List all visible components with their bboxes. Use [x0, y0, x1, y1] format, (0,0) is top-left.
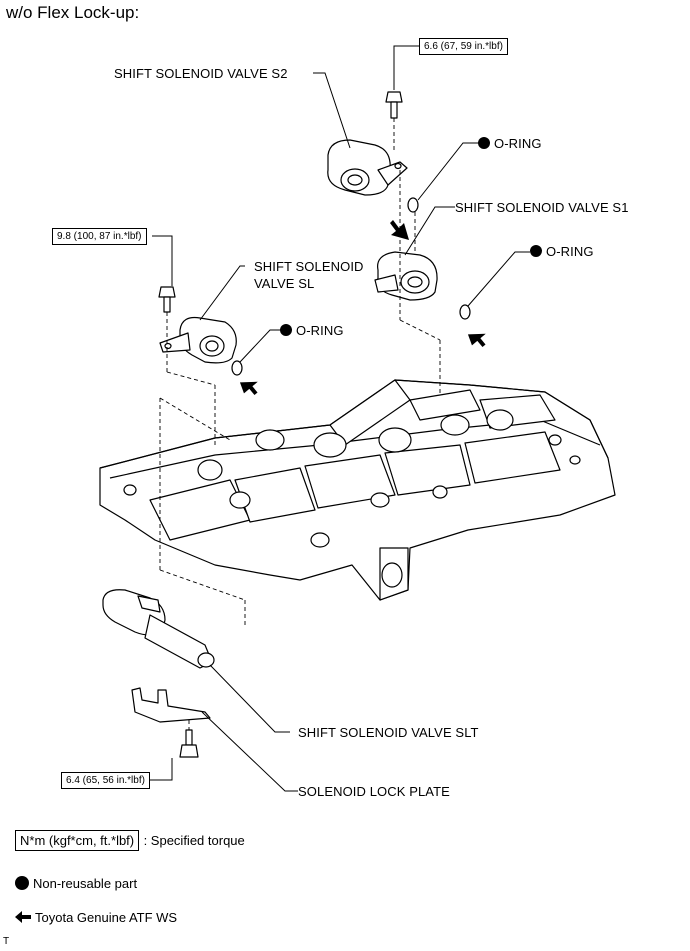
nonreusable-icon: [530, 245, 542, 257]
callout-shift-solenoid-sl-line1: SHIFT SOLENOID: [254, 259, 364, 274]
shift-solenoid-slt-part: [102, 589, 215, 669]
callout-oring-sl: O-RING: [280, 323, 344, 338]
callout-shift-solenoid-s1: SHIFT SOLENOID VALVE S1: [455, 200, 629, 215]
oring-s1-label: O-RING: [546, 244, 594, 259]
footer-mark: T: [3, 936, 10, 947]
legend-nonreusable-label: Non-reusable part: [33, 876, 138, 891]
page-title: w/o Flex Lock-up:: [6, 3, 140, 22]
legend-atf: Toyota Genuine ATF WS: [15, 910, 177, 925]
oring-s2-label: O-RING: [494, 136, 542, 151]
callout-oring-s1: O-RING: [530, 244, 594, 259]
s2-bolt: [385, 91, 403, 119]
atf-arrow-s2: [390, 220, 409, 240]
oring-sl-label: O-RING: [296, 323, 344, 338]
callout-oring-s2: O-RING: [478, 136, 542, 151]
oring-sl: [231, 360, 243, 376]
filled-circle-icon: [15, 876, 29, 890]
torque-lock-plate-bolt: 6.4 (65, 56 in.*lbf): [61, 772, 150, 789]
valve-body: [99, 379, 616, 601]
callout-solenoid-lock-plate: SOLENOID LOCK PLATE: [298, 784, 450, 799]
legend-torque: N*m (kgf*cm, ft.*lbf) : Specified torque: [15, 830, 245, 851]
torque-sl-bolt: 9.8 (100, 87 in.*lbf): [52, 228, 147, 245]
nonreusable-icon: [280, 324, 292, 336]
lock-plate-bolt: [179, 729, 199, 758]
sl-bolt: [158, 286, 176, 313]
legend-nonreusable: Non-reusable part: [15, 876, 137, 891]
assembly-lines: [159, 118, 441, 730]
shift-solenoid-sl-part: [159, 316, 237, 364]
callout-shift-solenoid-slt: SHIFT SOLENOID VALVE SLT: [298, 725, 479, 740]
atf-arrow-s1: [467, 333, 486, 348]
torque-s2-bolt: 6.6 (67, 59 in.*lbf): [419, 38, 508, 55]
leader-lines: [150, 45, 530, 792]
arrow-left-icon: [15, 911, 31, 923]
legend-torque-desc: : Specified torque: [143, 833, 245, 848]
atf-arrows: [239, 220, 486, 396]
callout-shift-solenoid-sl-line2: VALVE SL: [254, 276, 315, 291]
oring-s2: [407, 197, 419, 213]
atf-arrow-sl: [239, 381, 258, 396]
legend-torque-box: N*m (kgf*cm, ft.*lbf): [15, 830, 140, 851]
shift-solenoid-s2-part: [327, 139, 408, 196]
shift-solenoid-s1-part: [374, 251, 438, 301]
legend-atf-label: Toyota Genuine ATF WS: [35, 910, 178, 925]
oring-s1: [459, 304, 471, 320]
callout-shift-solenoid-s2: SHIFT SOLENOID VALVE S2: [114, 66, 288, 81]
nonreusable-icon: [478, 137, 490, 149]
solenoid-lock-plate-part: [131, 687, 211, 723]
